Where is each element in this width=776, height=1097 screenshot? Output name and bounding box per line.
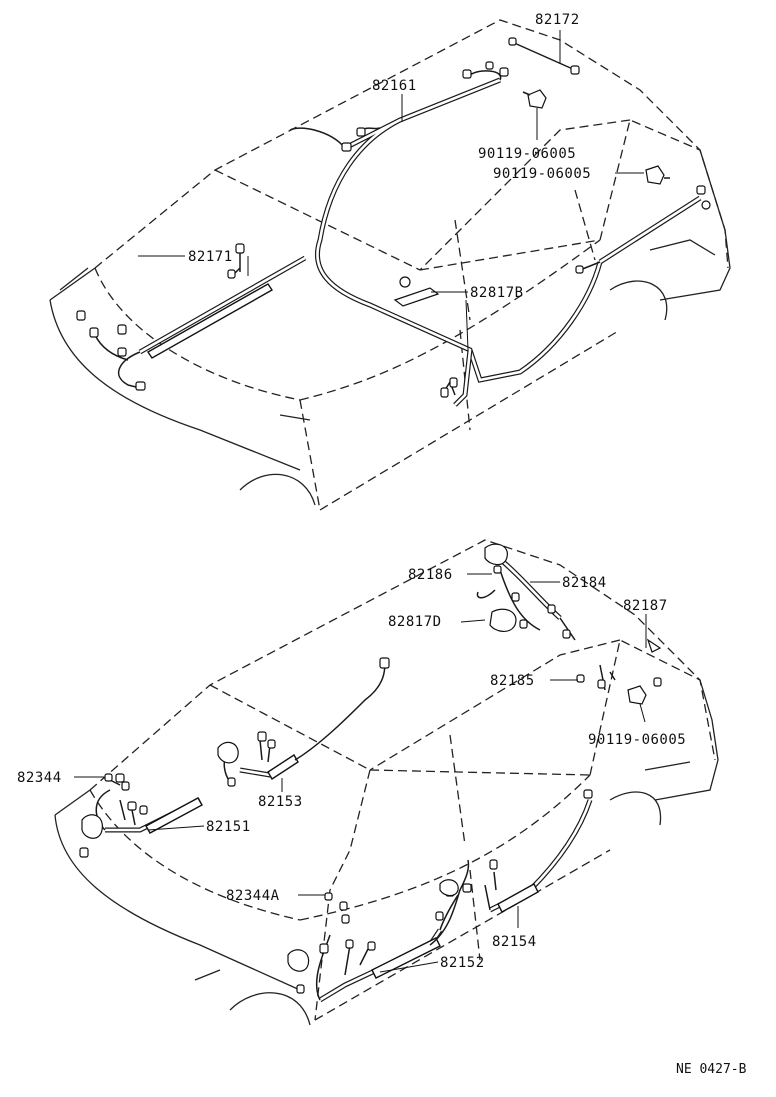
label-82344a: 82344A — [226, 888, 280, 904]
lower-vehicle-body — [54, 539, 719, 1026]
diagram-reference-code: NE 0427-B — [676, 1062, 747, 1077]
label-82171: 82171 — [188, 249, 233, 265]
label-82152: 82152 — [440, 955, 485, 971]
label-82817b: 82817B — [470, 285, 524, 301]
upper-callouts: 82172 82161 90119-06005 90119-06005 8217… — [138, 12, 644, 351]
label-82817d: 82817D — [388, 614, 442, 630]
label-82153: 82153 — [258, 794, 303, 810]
upper-wiring-harnesses — [76, 37, 711, 407]
lower-callouts: 82186 82184 82187 82817D 82185 90119-060… — [17, 567, 686, 973]
label-82184: 82184 — [562, 575, 607, 591]
label-82151: 82151 — [206, 819, 251, 835]
label-90119-06005-lower: 90119-06005 — [588, 732, 686, 748]
label-82161: 82161 — [372, 78, 417, 94]
label-90119-06005-rear: 90119-06005 — [493, 166, 591, 182]
upper-vehicle-body — [49, 19, 731, 511]
lower-wiring-harnesses — [79, 543, 662, 1003]
label-82154: 82154 — [492, 934, 537, 950]
label-90119-06005-upper: 90119-06005 — [478, 146, 576, 162]
label-82344: 82344 — [17, 770, 62, 786]
label-82187: 82187 — [623, 598, 668, 614]
label-82172: 82172 — [535, 12, 580, 28]
label-82186: 82186 — [408, 567, 453, 583]
label-82185: 82185 — [490, 673, 535, 689]
